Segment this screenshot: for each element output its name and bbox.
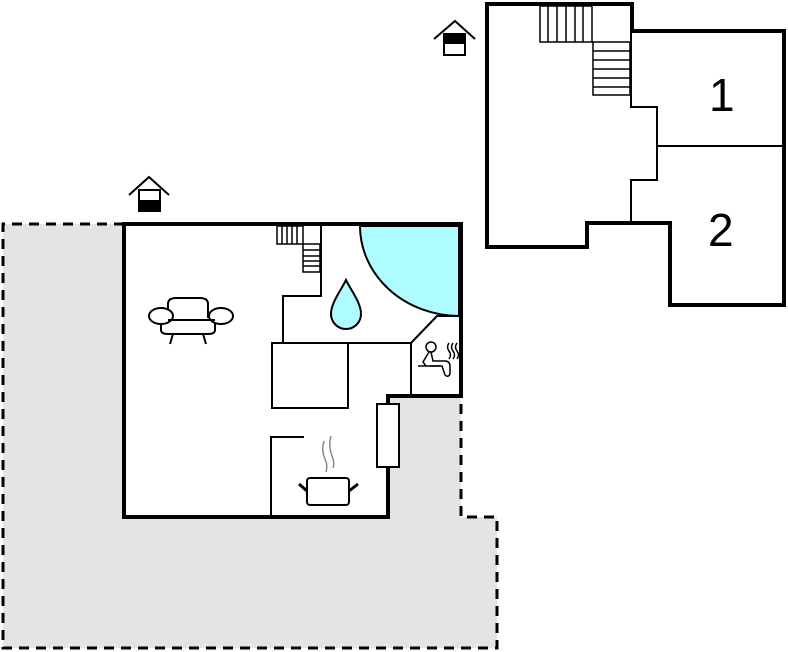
wall-element [376,403,400,468]
floor-upper-icon [433,19,476,56]
sauna-icon [418,341,460,378]
room-label-bedroom-2: 2 [708,204,734,256]
stairs-icon [276,225,321,273]
water-drop-icon [329,277,363,330]
room-label-bedroom-1: 1 [709,69,735,121]
ground-floor [122,222,463,519]
terrace-area [1,222,499,650]
interior-walls [270,226,459,516]
stairs-icon [539,5,631,96]
upper-floor [485,2,786,307]
sofa-icon [148,297,234,345]
cooking-pot-icon [298,435,359,506]
upper-interior-walls [630,31,784,221]
floor-ground-icon [128,175,170,212]
